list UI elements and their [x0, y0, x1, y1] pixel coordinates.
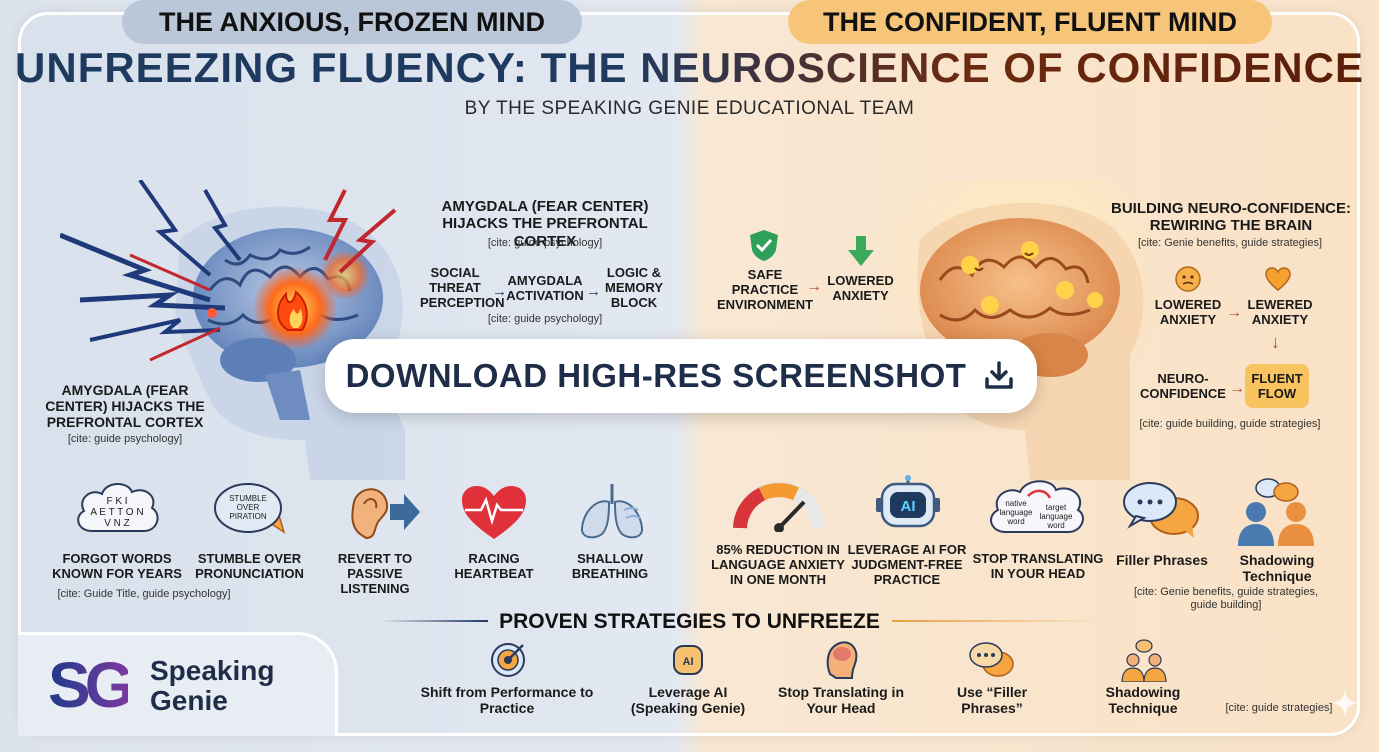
neutral-face-icon — [1175, 266, 1201, 292]
translate-cloud-icon: native language word target language wor… — [990, 480, 1084, 533]
benefit-anxiety-reduction: 85% REDUCTION IN LANGUAGE ANXIETY IN ONE… — [711, 542, 845, 587]
flow-step-amygdala: AMYGDALA ACTIVATION — [506, 273, 584, 303]
scrambled-letters-cloud-icon: F K I A E T T O N V N Z — [77, 483, 159, 532]
hijack-cite: [cite: guide psychology] — [487, 237, 603, 249]
symptom-passive-listening: REVERT TO PASSIVE LISTENING — [337, 551, 413, 596]
flow-arrow-icon: → — [586, 283, 601, 300]
symptom-racing-heartbeat: RACING HEARTBEAT — [454, 551, 534, 581]
svg-text:word: word — [1046, 521, 1064, 530]
robot-icon: AI — [876, 475, 940, 528]
lungs-icon — [580, 484, 644, 539]
svg-text:STUMBLE: STUMBLE — [229, 494, 267, 503]
build-step-lewered: LEWERED ANXIETY — [1247, 297, 1313, 327]
flow-arrow-icon: → — [1229, 380, 1245, 397]
strip-divider-right — [892, 620, 1102, 622]
symptom-shallow-breathing: SHALLOW BREATHING — [571, 551, 649, 581]
hijack-title: AMYGDALA (FEAR CENTER) HIJACKS THE PREFR… — [441, 198, 649, 250]
benefit-filler-phrases: Filler Phrases — [1116, 552, 1208, 568]
benefits-cite: [cite: Genie benefits, guide strategies,… — [1133, 586, 1319, 612]
flow-cite: [cite: guide psychology] — [487, 313, 603, 325]
symptom-forgot-words: FORGOT WORDS KNOWN FOR YEARS — [52, 551, 182, 581]
down-arrow-icon: ↓ — [1271, 332, 1280, 352]
download-icon — [985, 361, 1014, 389]
benefit-shadowing: Shadowing Technique — [1239, 552, 1315, 585]
heart-glow-icon — [1265, 267, 1291, 291]
strip-divider-left — [380, 620, 488, 622]
flow-arrow-icon: → — [806, 278, 822, 295]
logo-line-2: Genie — [150, 685, 228, 716]
svg-text:AI: AI — [901, 498, 916, 515]
build-cite: [cite: Genie benefits, guide strategies] — [1137, 237, 1323, 249]
build-step-neuro: NEURO-CONFIDENCE — [1140, 371, 1226, 401]
download-screenshot-button[interactable]: DOWNLOAD HIGH-RES SCREENSHOT — [325, 339, 1037, 413]
side-hijack-title: AMYGDALA (FEAR CENTER) HIJACKS THE PREFR… — [45, 382, 205, 431]
logo-wordmark: Speaking Genie — [150, 656, 274, 716]
strategy-performance-to-practice: Shift from Performance to Practice — [420, 684, 594, 717]
svg-text:native: native — [1005, 499, 1027, 508]
chat-bubbles-icon — [969, 642, 1014, 677]
logo-mark: SG — [48, 649, 135, 721]
strategy-stop-translating: Stop Translating in Your Head — [777, 684, 904, 717]
svg-text:AI: AI — [683, 656, 694, 668]
flow-step-threat: SOCIAL THREAT PERCEPTION — [420, 265, 505, 310]
svg-text:V N Z: V N Z — [104, 518, 130, 529]
benefit-stop-translating: STOP TRANSLATING IN YOUR HEAD — [972, 551, 1104, 581]
svg-text:OVER: OVER — [237, 503, 260, 512]
shield-check-icon — [750, 230, 778, 261]
page-title: UNFREEZING FLUENCY: THE NEUROSCIENCE OF … — [0, 44, 1379, 92]
svg-text:F K I: F K I — [106, 496, 127, 507]
build-step-fluent: FLUENT FLOW — [1245, 364, 1309, 408]
svg-text:target: target — [1046, 503, 1067, 512]
ear-icon — [351, 488, 420, 540]
svg-text:language: language — [1040, 512, 1073, 521]
symptoms-cite: [cite: Guide Title, guide psychology] — [57, 588, 231, 600]
benefit-ai-practice: LEVERAGE AI FOR JUDGMENT-FREE PRACTICE — [847, 542, 967, 587]
svg-text:word: word — [1006, 517, 1024, 526]
head-brain-icon — [826, 641, 858, 679]
build-flow-cite: [cite: guide building, guide strategies] — [1139, 418, 1321, 430]
strategies-title: PROVEN STRATEGIES TO UNFREEZE — [499, 610, 880, 633]
flow-step-block: LOGIC & MEMORY BLOCK — [604, 265, 664, 310]
build-title: BUILDING NEURO-CONFIDENCE: REWIRING THE … — [1111, 200, 1351, 235]
safe-practice-label: SAFE PRACTICE ENVIRONMENT — [716, 267, 814, 312]
svg-text:PIRATION: PIRATION — [229, 512, 266, 521]
chat-bubbles-icon — [1123, 482, 1199, 538]
build-step-lowered: LOWERED ANXIETY — [1154, 297, 1222, 327]
strategy-leverage-ai: Leverage AI (Speaking Genie) — [630, 684, 746, 717]
page-subtitle: BY THE SPEAKING GENIE EDUCATIONAL TEAM — [464, 98, 915, 119]
logo-line-1: Speaking — [150, 655, 275, 686]
symptom-stumble: STUMBLE OVER PRONUNCIATION — [195, 551, 304, 581]
strategy-filler-phrases: Use “Filler Phrases” — [956, 684, 1028, 717]
strategy-shadowing: Shadowing Technique — [1105, 684, 1181, 717]
gauge-icon — [733, 482, 825, 532]
people-icon — [1238, 478, 1314, 546]
svg-text:A E T T O N: A E T T O N — [90, 507, 143, 518]
strategies-cite: [cite: guide strategies] — [1225, 702, 1333, 714]
logo-panel — [18, 632, 338, 736]
people-icon — [1121, 639, 1167, 682]
svg-text:language: language — [1000, 508, 1033, 517]
download-label: DOWNLOAD HIGH-RES SCREENSHOT — [345, 357, 967, 394]
side-hijack-cite: [cite: guide psychology] — [67, 433, 183, 445]
lowered-anxiety-label: LOWERED ANXIETY — [827, 273, 894, 303]
down-arrow-icon — [848, 236, 874, 266]
flow-arrow-icon: → — [492, 283, 507, 300]
robot-icon: AI — [673, 645, 703, 675]
target-icon — [491, 643, 525, 677]
heart-icon — [462, 486, 526, 539]
confident-mind-heading: THE CONFIDENT, FLUENT MIND — [788, 0, 1272, 44]
anxious-mind-heading: THE ANXIOUS, FROZEN MIND — [122, 0, 582, 44]
speech-bubble-icon: STUMBLE OVER PIRATION — [214, 483, 286, 534]
sparkle-icon — [1332, 688, 1358, 718]
flow-arrow-icon: → — [1226, 304, 1242, 321]
